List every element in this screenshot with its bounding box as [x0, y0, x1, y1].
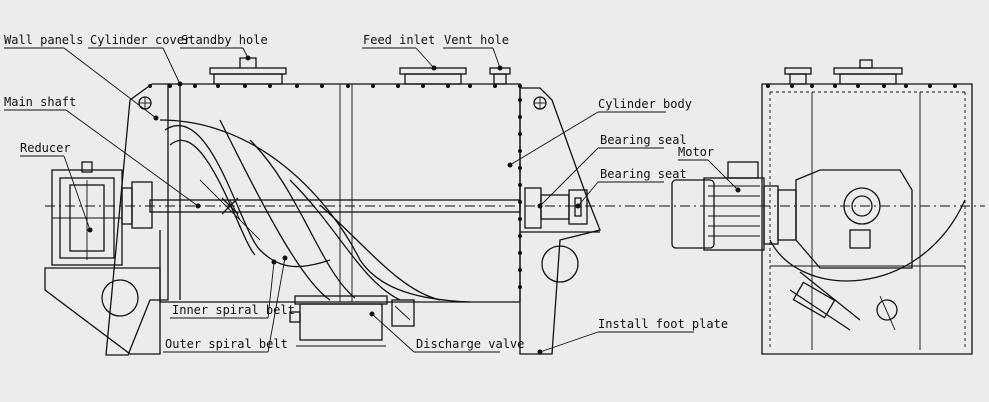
- bolt: [268, 84, 272, 88]
- trough-curve: [159, 119, 471, 303]
- bolt: [518, 217, 522, 221]
- bolt: [904, 84, 908, 88]
- right-bolts: [518, 98, 522, 289]
- bolt: [518, 84, 522, 88]
- top-bolts: [148, 84, 522, 88]
- bolt: [518, 98, 522, 102]
- label-bearing-seat: Bearing seat: [600, 167, 687, 181]
- bolt: [371, 84, 375, 88]
- bolt: [953, 84, 957, 88]
- feed-inlet-flange: [399, 67, 467, 85]
- label-cylinder-body: Cylinder body: [598, 97, 692, 111]
- bolt: [396, 84, 400, 88]
- gearbox: [795, 169, 913, 269]
- label-reducer: Reducer: [20, 141, 71, 155]
- bolt: [518, 251, 522, 255]
- bolt: [790, 84, 794, 88]
- discharge-valve-body: [289, 295, 415, 347]
- bolt: [518, 285, 522, 289]
- bolt: [168, 84, 172, 88]
- bolt: [493, 84, 497, 88]
- bolt: [320, 84, 324, 88]
- bolt: [148, 84, 152, 88]
- spiral-belts: [164, 119, 441, 301]
- bolt: [518, 149, 522, 153]
- bolt: [518, 268, 522, 272]
- bolt: [833, 84, 837, 88]
- bolt: [346, 84, 350, 88]
- bolt: [518, 183, 522, 187]
- label-cylinder-cover: Cylinder cover: [90, 33, 191, 47]
- label-feed-inlet: Feed inlet: [363, 33, 435, 47]
- side-frame: [761, 83, 973, 355]
- reducer: [51, 161, 153, 266]
- bolt: [446, 84, 450, 88]
- bolt: [193, 84, 197, 88]
- label-wall-panels: Wall panels: [4, 33, 83, 47]
- front-view: [44, 57, 660, 356]
- bolt: [766, 84, 770, 88]
- bolt: [243, 84, 247, 88]
- side-bolts: [766, 84, 957, 88]
- bolt: [928, 84, 932, 88]
- bolt: [295, 84, 299, 88]
- bolt: [421, 84, 425, 88]
- bolt: [518, 166, 522, 170]
- label-install-foot-plate: Install foot plate: [598, 317, 728, 331]
- label-motor: Motor: [678, 145, 714, 159]
- standby-hole-flange: [209, 57, 287, 85]
- bolt: [216, 84, 220, 88]
- bolt: [882, 84, 886, 88]
- bolt: [810, 84, 814, 88]
- bolt: [518, 132, 522, 136]
- left-wall-panel: [105, 83, 169, 356]
- bolt: [518, 234, 522, 238]
- label-inner-spiral-belt: Inner spiral belt: [172, 303, 295, 317]
- side-view: [660, 59, 985, 355]
- label-standby-hole: Standby hole: [181, 33, 268, 47]
- label-main-shaft: Main shaft: [4, 95, 76, 109]
- label-discharge-valve: Discharge valve: [416, 337, 524, 351]
- left-base-plate: [44, 267, 161, 355]
- bolt: [856, 84, 860, 88]
- bolt: [518, 115, 522, 119]
- main-shaft: [149, 199, 521, 213]
- right-wall-panel: [519, 87, 601, 355]
- bolt: [468, 84, 472, 88]
- label-outer-spiral-belt: Outer spiral belt: [165, 337, 288, 351]
- label-vent-hole: Vent hole: [444, 33, 509, 47]
- motor-body: [671, 161, 797, 251]
- label-bearing-seal: Bearing seal: [600, 133, 687, 147]
- leader-lines: [4, 47, 741, 355]
